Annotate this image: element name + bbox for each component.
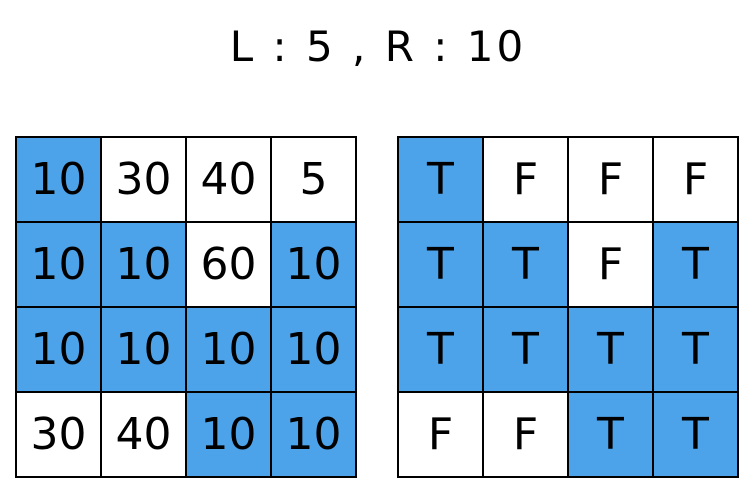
mask-cell-2-0: T [399, 308, 482, 391]
value-cell-1-2: 60 [187, 223, 270, 306]
mask-cell-3-2: T [569, 393, 652, 476]
value-cell-2-0: 10 [17, 308, 100, 391]
mask-cell-1-0: T [399, 223, 482, 306]
value-cell-3-1: 40 [102, 393, 185, 476]
mask-cell-2-2: T [569, 308, 652, 391]
value-cell-3-2: 10 [187, 393, 270, 476]
value-cell-1-1: 10 [102, 223, 185, 306]
value-cell-1-3: 10 [272, 223, 355, 306]
mask-cell-3-3: T [654, 393, 737, 476]
mask-cell-0-2: F [569, 138, 652, 221]
value-cell-1-0: 10 [17, 223, 100, 306]
mask-cell-1-1: T [484, 223, 567, 306]
mask-cell-0-3: F [654, 138, 737, 221]
value-cell-0-1: 30 [102, 138, 185, 221]
value-cell-2-1: 10 [102, 308, 185, 391]
value-cell-0-2: 40 [187, 138, 270, 221]
mask-cell-2-1: T [484, 308, 567, 391]
value-cell-0-3: 5 [272, 138, 355, 221]
mask-cell-1-2: F [569, 223, 652, 306]
mask-grid: T F F F T T F T T T T T F F T T [397, 136, 739, 478]
mask-cell-3-1: F [484, 393, 567, 476]
value-grid: 10 30 40 5 10 10 60 10 10 10 10 10 30 40… [15, 136, 357, 478]
mask-cell-0-0: T [399, 138, 482, 221]
value-cell-0-0: 10 [17, 138, 100, 221]
figure-title: L : 5 , R : 10 [229, 22, 527, 71]
value-cell-3-3: 10 [272, 393, 355, 476]
value-cell-2-3: 10 [272, 308, 355, 391]
mask-cell-1-3: T [654, 223, 737, 306]
mask-cell-0-1: F [484, 138, 567, 221]
value-cell-3-0: 30 [17, 393, 100, 476]
value-cell-2-2: 10 [187, 308, 270, 391]
mask-cell-2-3: T [654, 308, 737, 391]
mask-cell-3-0: F [399, 393, 482, 476]
